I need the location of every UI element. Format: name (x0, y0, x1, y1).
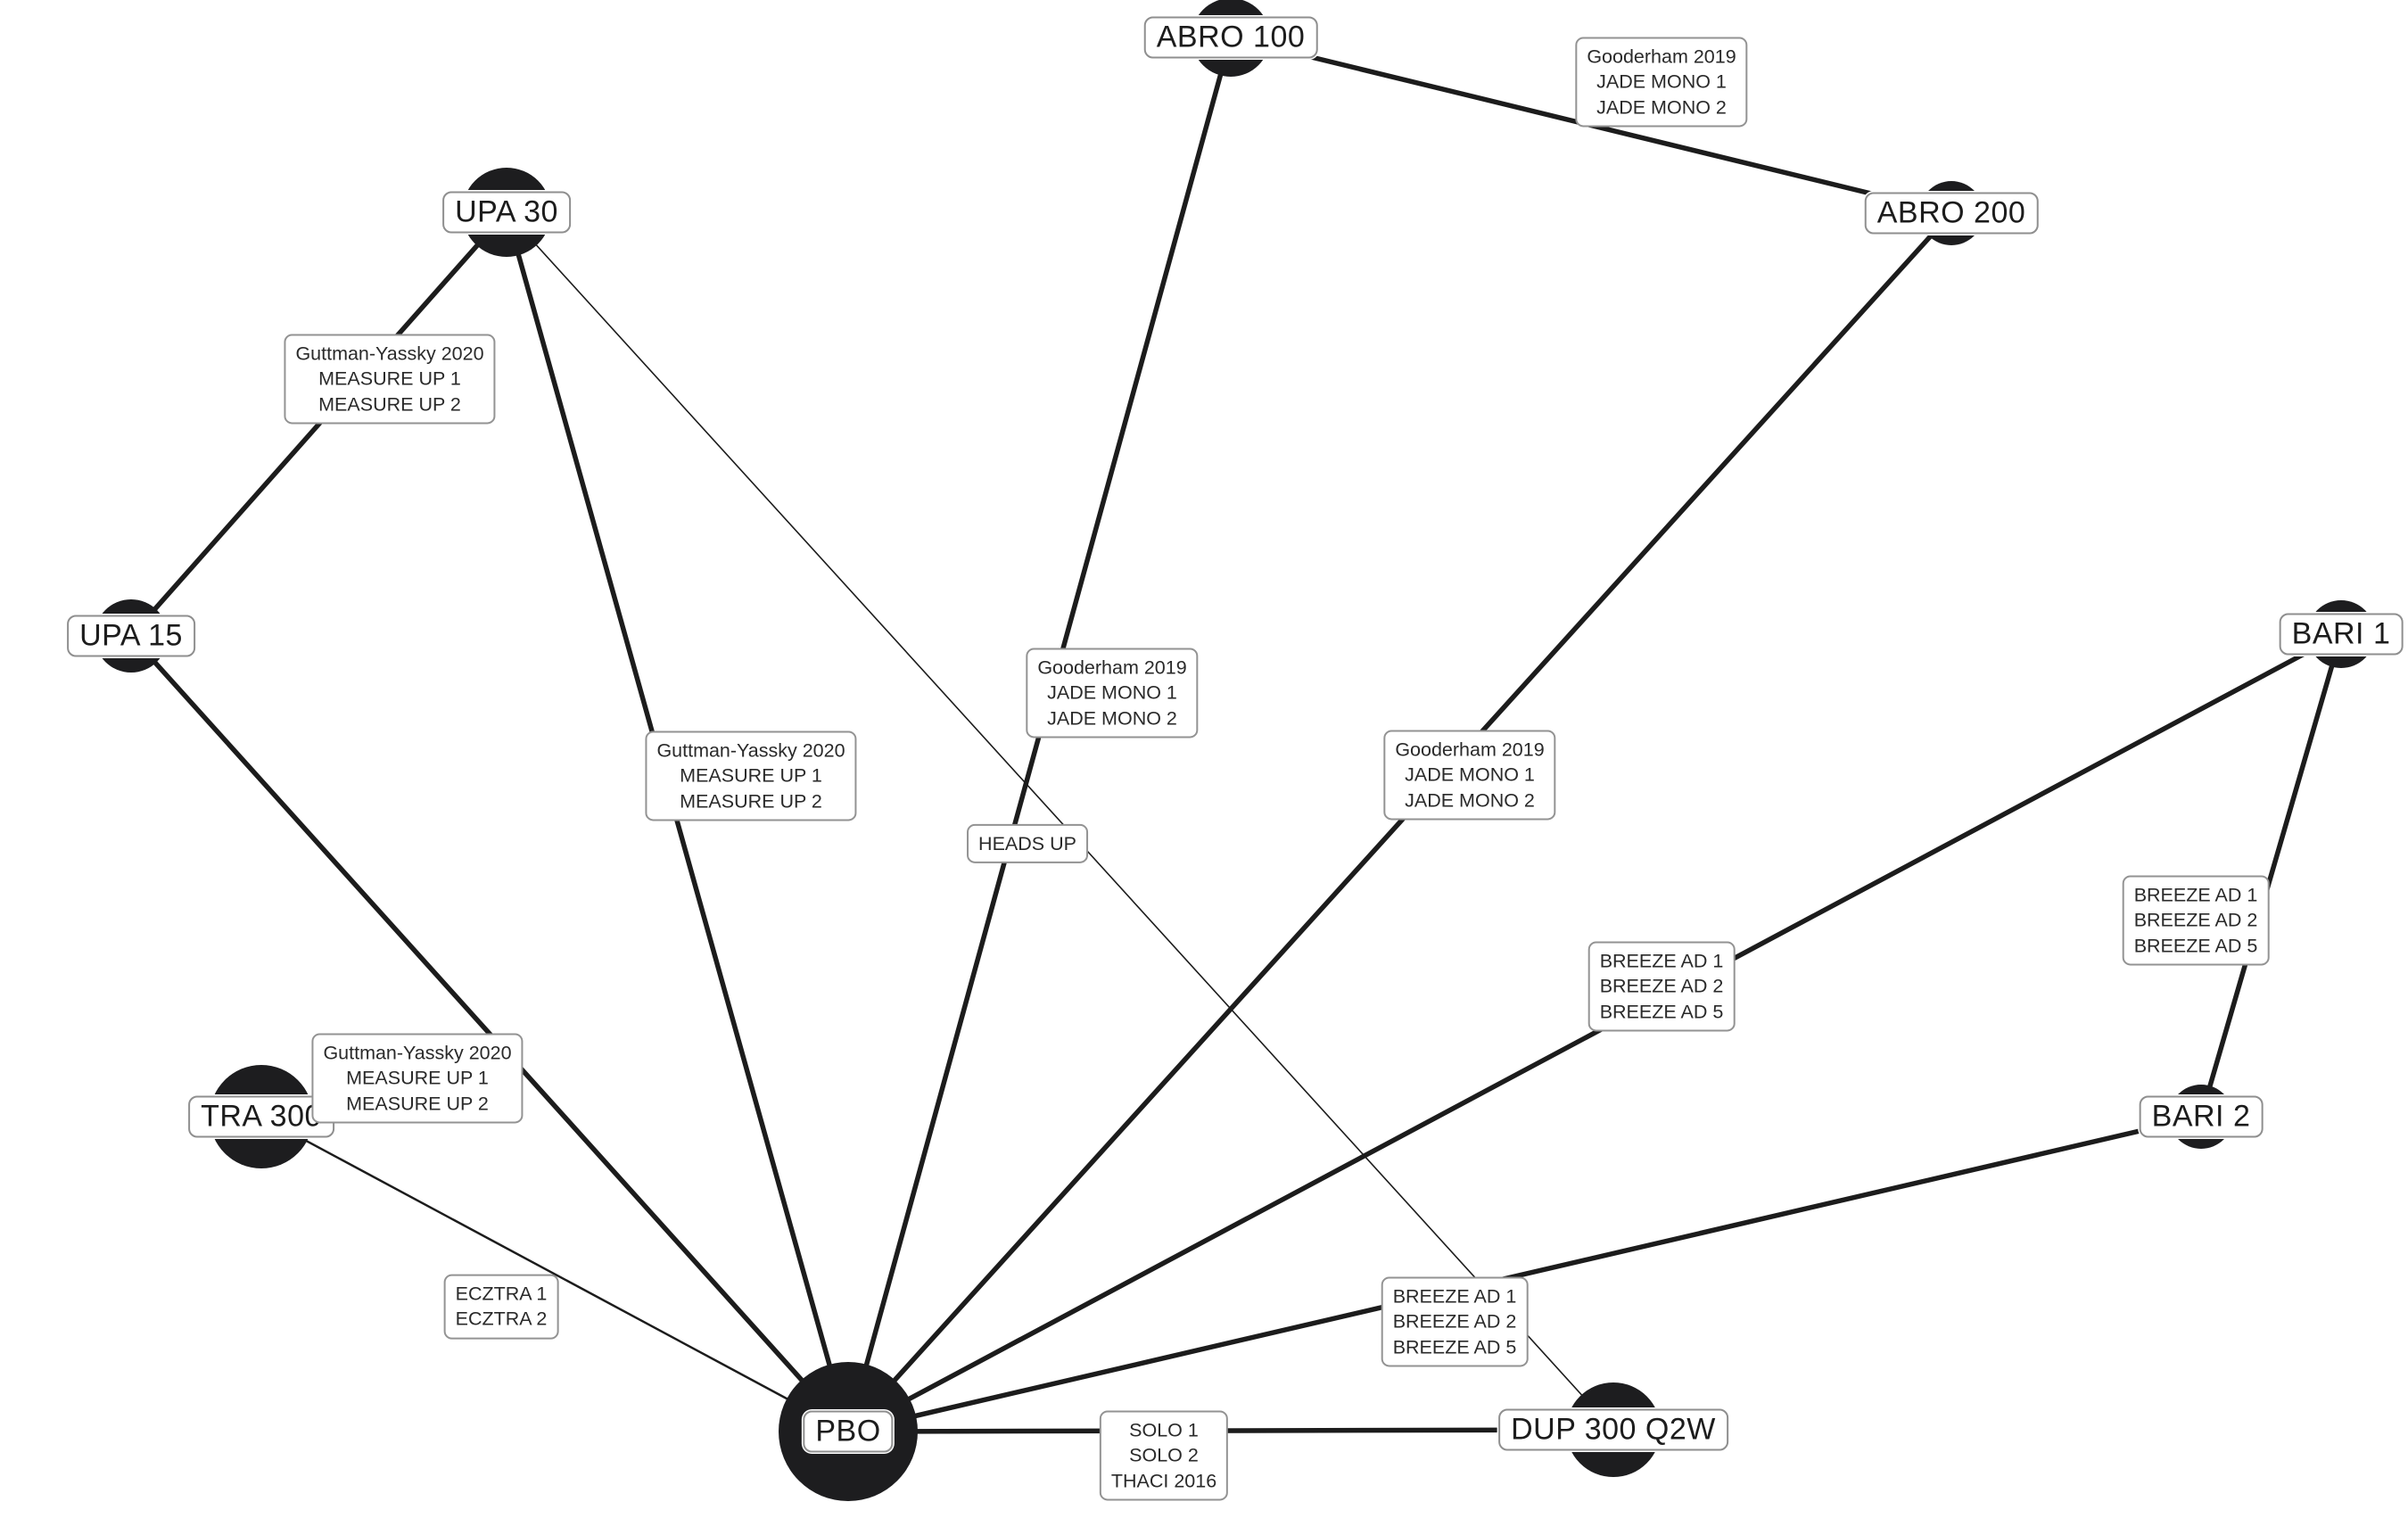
edge-label-line: BREEZE AD 1 (1599, 950, 1724, 972)
edge-label-line: ECZTRA 1 (455, 1283, 548, 1305)
node-label-DUP300: DUP 300 Q2W (1498, 1408, 1728, 1451)
edge-label-line: MEASURE UP 2 (318, 393, 461, 416)
node-label-PBO: PBO (803, 1410, 894, 1453)
node-label-ABRO100: ABRO 100 (1143, 16, 1318, 59)
node-label-ABRO200: ABRO 200 (1864, 192, 2039, 235)
edge-label-line: BREEZE AD 1 (2133, 884, 2258, 906)
edge-label-line: Guttman-Yassky 2020 (656, 739, 845, 762)
edge-UPA30-UPA15 (128, 210, 509, 638)
edge-label-line: MEASURE UP 2 (346, 1093, 489, 1115)
edge-label-line: BREEZE AD 2 (2133, 909, 2258, 931)
edge-label-line: JADE MONO 1 (1047, 681, 1177, 704)
edge-label-PBO-DUP300: SOLO 1 SOLO 2 THACI 2016 (1099, 1410, 1229, 1501)
edge-ABRO200-PBO (845, 211, 1954, 1433)
edge-label-line: MEASURE UP 1 (346, 1067, 489, 1089)
edge-layer (128, 35, 2344, 1434)
edge-label-BARI1-BARI2: BREEZE AD 1 BREEZE AD 2 BREEZE AD 5 (2122, 875, 2270, 966)
edge-label-line: MEASURE UP 2 (680, 790, 822, 813)
node-label-BARI1: BARI 1 (2279, 613, 2404, 656)
edge-label-line: BREEZE AD 2 (1392, 1310, 1517, 1333)
edge-label-line: BREEZE AD 2 (1599, 975, 1724, 997)
edge-label-line: THACI 2016 (1110, 1470, 1217, 1492)
edge-label-line: BREEZE AD 5 (1599, 1001, 1724, 1023)
node-label-BARI2: BARI 2 (2139, 1095, 2264, 1138)
edge-label-line: ECZTRA 2 (455, 1308, 548, 1330)
edge-label-line: JADE MONO 1 (1405, 763, 1535, 786)
edge-BARI2-PBO (847, 1114, 2202, 1434)
edge-label-line: MEASURE UP 1 (680, 764, 822, 787)
node-label-TRA300: TRA 300 (188, 1095, 334, 1138)
edge-BARI1-PBO (846, 631, 2343, 1434)
node-label-UPA30: UPA 30 (442, 191, 571, 234)
edge-label-line: Gooderham 2019 (1037, 656, 1187, 679)
edge-BARI1-BARI2 (2198, 633, 2344, 1118)
edge-label-line: Gooderham 2019 (1395, 739, 1545, 761)
edge-label-line: JADE MONO 2 (1047, 707, 1177, 730)
edge-label-line: BREEZE AD 5 (2133, 935, 2258, 957)
edge-label-line: BREEZE AD 5 (1392, 1336, 1517, 1358)
edge-label-line: HEADS UP (978, 832, 1076, 854)
edge-label-TRA300-PBO: ECZTRA 1 ECZTRA 2 (443, 1274, 559, 1340)
edge-label-line: JADE MONO 2 (1596, 96, 1727, 119)
edge-label-line: SOLO 1 (1129, 1419, 1199, 1441)
node-label-UPA15: UPA 15 (67, 615, 195, 657)
edge-UPA30-DUP300 (506, 211, 1614, 1431)
edge-label-line: Guttman-Yassky 2020 (295, 342, 484, 365)
edge-label-line: JADE MONO 1 (1596, 70, 1727, 93)
edge-label-line: Guttman-Yassky 2020 (323, 1042, 512, 1064)
edge-UPA30-PBO (504, 211, 851, 1432)
edge-label-line: BREEZE AD 1 (1392, 1285, 1517, 1308)
edge-label-line: JADE MONO 2 (1405, 789, 1535, 812)
edge-label-UPA30-DUP300: HEADS UP (967, 823, 1088, 864)
edge-PBO-DUP300 (847, 1427, 1614, 1434)
edge-label-line: SOLO 2 (1129, 1444, 1199, 1466)
edge-label-BARI1-PBO: BREEZE AD 1 BREEZE AD 2 BREEZE AD 5 (1587, 941, 1736, 1032)
edge-label-line: MEASURE UP 1 (318, 367, 461, 390)
edge-TRA300-PBO (260, 1115, 849, 1433)
edge-label-line: Gooderham 2019 (1587, 45, 1736, 68)
